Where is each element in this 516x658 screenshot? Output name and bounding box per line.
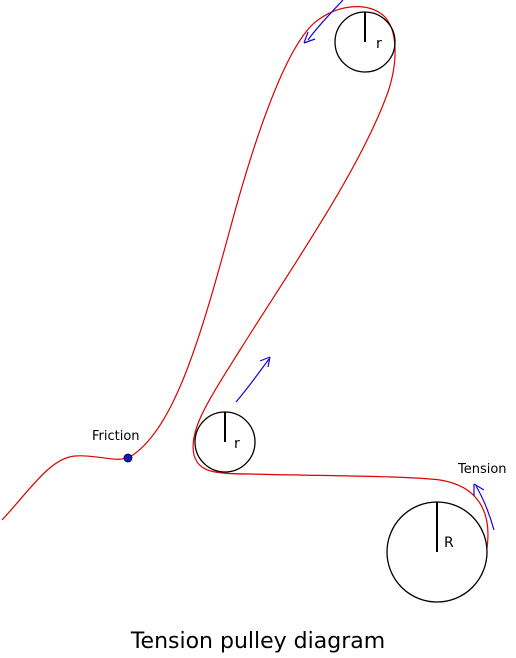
belt-path [1, 6, 489, 549]
diagram-caption: Tension pulley diagram [130, 629, 385, 654]
friction-point [123, 453, 133, 463]
big-pulley-label: R [444, 535, 454, 551]
middle-pulley-label: r [234, 436, 240, 452]
top-pulley-label: r [376, 36, 382, 52]
friction-label: Friction [92, 429, 140, 444]
tension-rotation-arrow [473, 483, 495, 531]
tension-label: Tension [457, 462, 507, 477]
top-rotation-arrow [303, 0, 344, 44]
middle-rotation-arrow [235, 356, 271, 403]
